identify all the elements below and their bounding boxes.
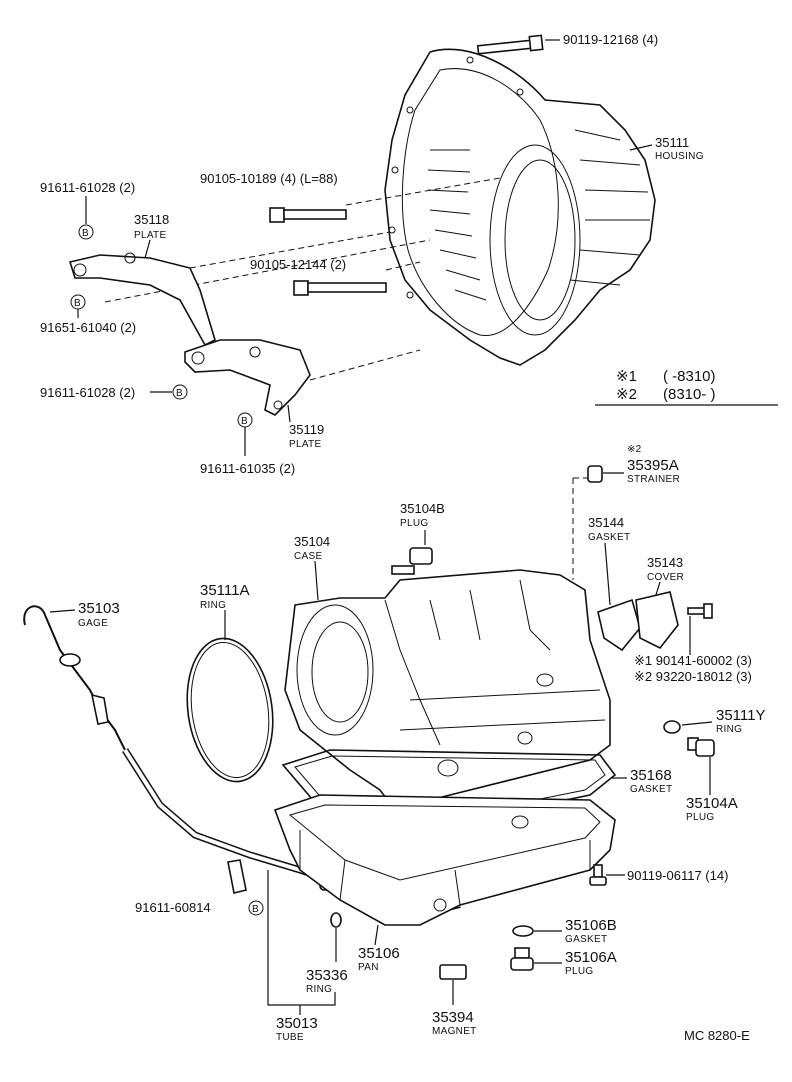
magnet-35394 <box>439 964 467 980</box>
marker-b-3: B <box>176 388 183 399</box>
name-cover-35143: COVER <box>647 572 684 583</box>
ring-35336 <box>330 912 342 928</box>
note-1-mark: ※1 <box>616 368 637 385</box>
name-ring-35111A: RING <box>200 600 226 611</box>
label-35143: 35143 <box>647 555 683 570</box>
label-35144: 35144 <box>588 515 624 530</box>
label-35395A: 35395A <box>627 457 679 474</box>
label-35111A: 35111A <box>200 582 250 599</box>
gage-35103 <box>23 605 126 751</box>
label-91611-61035: 91611-61035 (2) <box>200 461 295 476</box>
name-gasket-35168: GASKET <box>630 784 672 795</box>
ring-35111A <box>186 637 274 783</box>
plug-35106A <box>510 947 534 971</box>
label-93220-18012: ※2 93220-18012 (3) <box>634 669 752 684</box>
label-90119-12168: 90119-12168 (4) <box>563 32 658 47</box>
label-35106: 35106 <box>358 945 400 962</box>
label-35104: 35104 <box>294 534 330 549</box>
label-91651-61040: 91651-61040 (2) <box>40 320 136 335</box>
note-2-mark: ※2 <box>616 386 637 403</box>
label-35111Y: 35111Y <box>716 707 766 724</box>
case-35104 <box>284 569 611 811</box>
name-plug-35104B: PLUG <box>400 518 428 529</box>
marker-b-5: B <box>252 904 259 915</box>
name-plate-35119: PLATE <box>289 439 321 450</box>
name-ring-35111Y: RING <box>716 724 742 735</box>
label-35111: 35111 <box>655 135 689 150</box>
label-90119-06117: 90119-06117 (14) <box>627 868 728 883</box>
label-35118: 35118 <box>134 212 169 227</box>
label-91611-61028-bottom: 91611-61028 (2) <box>40 385 135 400</box>
label-91611-60814: 91611-60814 <box>135 900 211 915</box>
label-35104A: 35104A <box>686 795 738 812</box>
diagram-code: MC 8280-E <box>684 1028 750 1043</box>
label-35103: 35103 <box>78 600 120 617</box>
name-strainer: STRAINER <box>627 474 680 485</box>
label-35013: 35013 <box>276 1015 318 1032</box>
gasket-35106B <box>512 925 534 937</box>
label-35106B: 35106B <box>565 917 617 934</box>
name-plug-35104A: PLUG <box>686 812 714 823</box>
marker-b-4: B <box>241 416 248 427</box>
ring-35111Y <box>663 720 681 734</box>
plate-35118 <box>68 252 216 347</box>
label-35106A: 35106A <box>565 949 617 966</box>
plate-35119 <box>184 339 311 416</box>
gasket-35144 <box>597 598 641 652</box>
label-90141-60002: ※1 90141-60002 (3) <box>634 653 752 668</box>
bolt-90119-12168 <box>476 34 560 55</box>
label-35394: 35394 <box>432 1009 474 1026</box>
name-case: CASE <box>294 551 322 562</box>
label-35104B: 35104B <box>400 501 445 516</box>
name-plate-35118: PLATE <box>134 230 166 241</box>
name-gasket-35106B: GASKET <box>565 934 607 945</box>
marker-b-2: B <box>74 298 81 309</box>
strainer-35395A <box>587 465 603 483</box>
bolt-90105-10189 <box>269 207 347 223</box>
plug-35104A <box>687 737 715 757</box>
label-90105-10189: 90105-10189 (4) (L=88) <box>200 171 338 186</box>
label-35168: 35168 <box>630 767 672 784</box>
strainer-mark: ※2 <box>627 444 642 455</box>
name-gage: GAGE <box>78 618 108 629</box>
notes-block: ※1 ( -8310) ※2 (8310- ) <box>595 368 778 406</box>
name-magnet: MAGNET <box>432 1026 477 1037</box>
note-1-range: ( -8310) <box>663 368 716 385</box>
label-91611-61028-top: 91611-61028 (2) <box>40 180 135 195</box>
name-ring-35336: RING <box>306 984 332 995</box>
cover-35143 <box>635 591 679 650</box>
housing-35111 <box>384 48 656 366</box>
name-plug-35106A: PLUG <box>565 966 593 977</box>
name-gasket-35144: GASKET <box>588 532 630 543</box>
pan-35106 <box>273 794 616 926</box>
note-2-range: (8310- ) <box>663 386 716 403</box>
plug-35104B <box>391 547 433 575</box>
name-tube: TUBE <box>276 1032 304 1043</box>
label-35119: 35119 <box>289 422 324 437</box>
name-pan: PAN <box>358 962 379 973</box>
bracket-91611-60814 <box>227 859 247 894</box>
bolt-cover <box>687 603 713 619</box>
bolt-90105-12144 <box>293 280 387 296</box>
marker-b-1: B <box>82 228 89 239</box>
name-housing: HOUSING <box>655 151 704 162</box>
label-35336: 35336 <box>306 967 348 984</box>
bolt-90119-06117 <box>589 864 607 886</box>
